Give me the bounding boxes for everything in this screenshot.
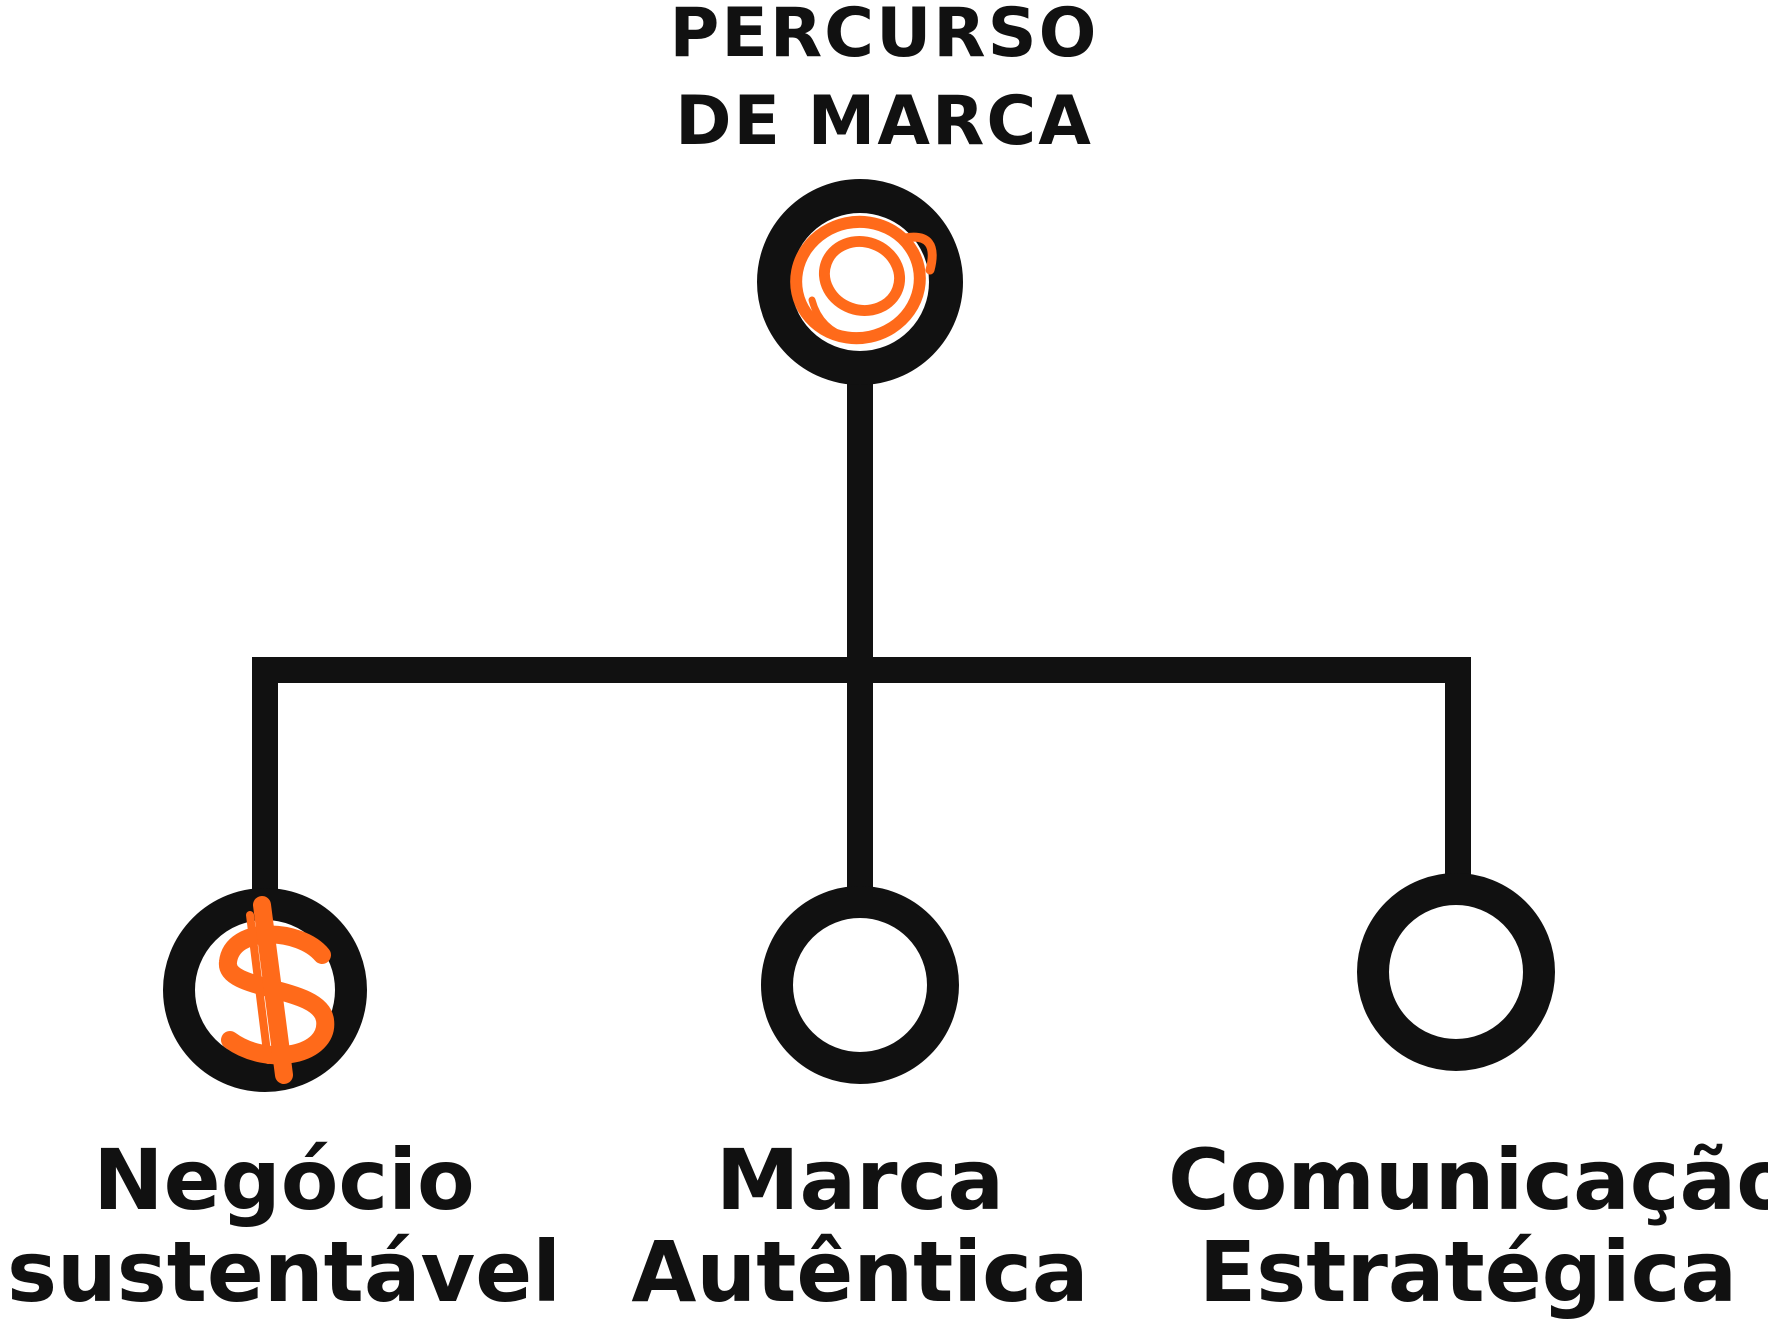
child-label-line-2: sustentável: [6, 1223, 562, 1321]
root-title-line-1: PERCURSO: [669, 0, 1099, 73]
child-node-comunicacao: [1357, 873, 1555, 1071]
child-node-marca: [761, 886, 959, 1084]
empty-circle-icon: [1357, 873, 1555, 1071]
root-node: [757, 179, 963, 385]
target-icon: [790, 215, 937, 345]
branch-bar-line: [252, 657, 1471, 905]
child-label-line-1: Marca: [715, 1131, 1005, 1229]
child-label-negocio: Negócio sustentável: [0, 1138, 584, 1322]
child-label-line-1: Comunicação: [1168, 1131, 1768, 1229]
root-title-line-2: DE MARCA: [675, 82, 1093, 161]
child-label-comunicacao: Comunicação Estratégica: [1168, 1138, 1768, 1322]
child-label-marca: Marca Autêntica: [560, 1138, 1160, 1322]
child-node-negocio: [163, 888, 367, 1092]
root-title: PERCURSO DE MARCA: [584, 0, 1184, 176]
dollar-icon: [219, 896, 335, 1084]
empty-circle-icon: [761, 886, 959, 1084]
child-label-line-2: Autêntica: [631, 1223, 1089, 1321]
child-label-line-1: Negócio: [93, 1131, 475, 1229]
connector-lines: [252, 370, 1471, 905]
child-label-line-2: Estratégica: [1198, 1223, 1738, 1321]
